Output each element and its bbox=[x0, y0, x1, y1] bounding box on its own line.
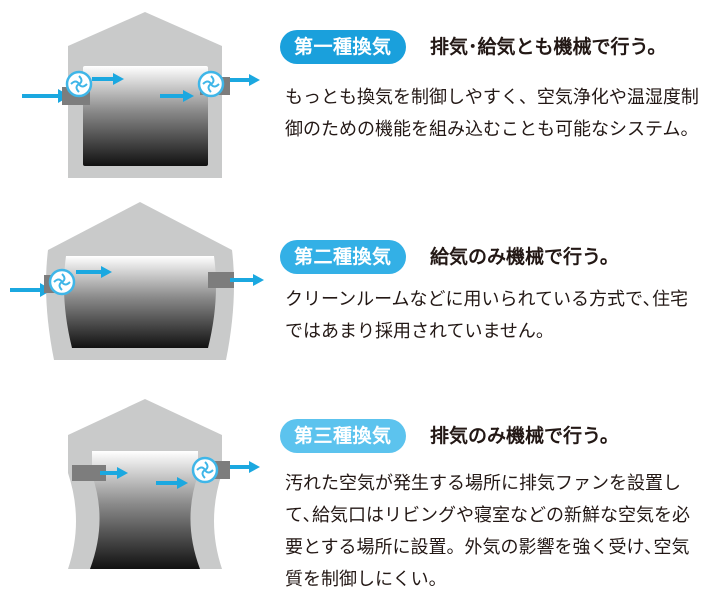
type-description: もっとも換気を制御しやすく、空気浄化や温湿度制御のための機能を組み込むことも可能… bbox=[285, 87, 699, 140]
ventilation-type-2: 第二種換気 給気のみ機械で行う。 クリーンルームなどに用いられている方式で､住宅… bbox=[0, 190, 706, 380]
exhaust-duct bbox=[208, 272, 234, 288]
house-diagram-type-3 bbox=[68, 399, 260, 569]
intake-fan-icon bbox=[48, 268, 76, 296]
ventilation-type-1: 第一種換気 排気･給気とも機械で行う。 もっとも換気を制御しやすく、空気浄化や温… bbox=[0, 0, 706, 190]
type-badge: 第二種換気 bbox=[280, 240, 406, 274]
type-badge: 第一種換気 bbox=[280, 30, 406, 64]
house-interior bbox=[64, 256, 216, 348]
type-description: クリーンルームなどに用いられている方式で､住宅ではあまり採用されていません。 bbox=[285, 289, 689, 342]
house-interior bbox=[90, 451, 200, 569]
type-description: 汚れた空気が発生する場所に排気ファンを設置して､給気口はリビングや寝室などの新鮮… bbox=[285, 473, 690, 590]
house-diagram-type-2 bbox=[10, 202, 264, 360]
exhaust-fan-icon bbox=[191, 456, 219, 484]
type-heading: 排気のみ機械で行う。 bbox=[430, 425, 619, 447]
intake-fan-icon bbox=[65, 70, 93, 98]
type-badge: 第三種換気 bbox=[280, 419, 406, 453]
exhaust-fan-icon bbox=[197, 70, 225, 98]
type-heading: 給気のみ機械で行う。 bbox=[430, 246, 619, 268]
type-heading: 排気･給気とも機械で行う。 bbox=[430, 36, 667, 58]
intake-duct bbox=[72, 465, 106, 481]
house-interior bbox=[83, 66, 208, 166]
house-diagram-type-1 bbox=[22, 12, 260, 178]
ventilation-type-3: 第三種換気 排気のみ機械で行う。 汚れた空気が発生する場所に排気ファンを設置して… bbox=[0, 380, 706, 590]
